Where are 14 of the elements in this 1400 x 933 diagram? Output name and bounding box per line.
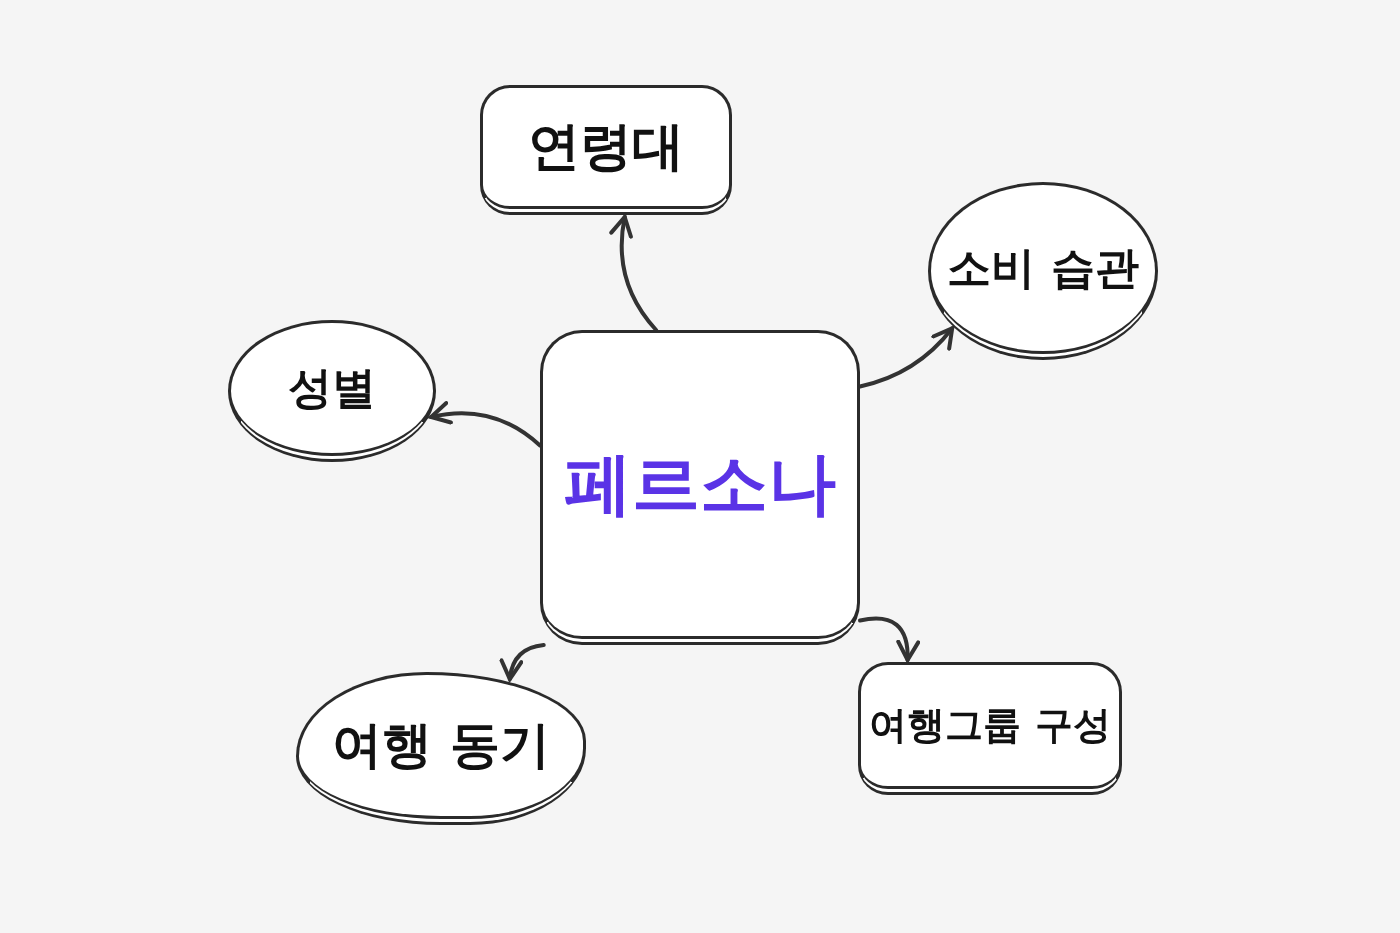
arrow bbox=[858, 616, 920, 662]
arrow bbox=[500, 643, 546, 682]
topic-box bbox=[480, 85, 732, 215]
arrow bbox=[609, 215, 659, 332]
node-label: 성별 bbox=[288, 360, 376, 415]
arrow bbox=[858, 326, 955, 389]
node-label: 연령대 bbox=[528, 115, 684, 178]
node-label: 소비 습관 bbox=[947, 240, 1139, 295]
node-label: 여행그룹 구성 bbox=[869, 702, 1111, 749]
arrow bbox=[429, 401, 542, 448]
topic-box bbox=[858, 662, 1122, 795]
node-label: 여행 동기 bbox=[332, 715, 550, 776]
central-box bbox=[540, 330, 860, 645]
node-label: 페르소나 bbox=[564, 443, 836, 525]
